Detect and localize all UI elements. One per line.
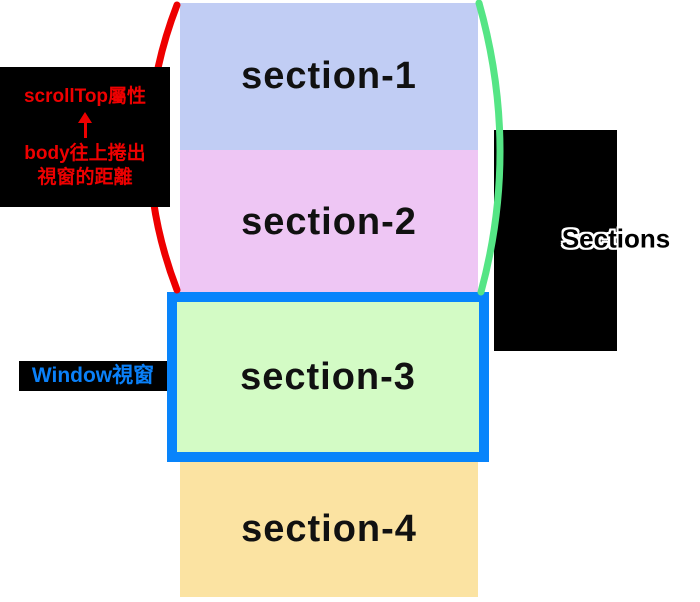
section-1-block: section-1 xyxy=(180,3,478,150)
section-2-block: section-2 xyxy=(180,150,478,294)
up-arrow-stem xyxy=(83,123,87,138)
scrolltop-description-line-2: 視窗的距離 xyxy=(37,167,133,188)
window-viewport-box: section-3 xyxy=(167,292,489,462)
section-4-block: section-4 xyxy=(180,462,478,597)
scrolltop-annotation-box: scrollTop屬性 body往上捲出 視窗的距離 xyxy=(0,67,170,207)
up-arrow-icon xyxy=(78,112,92,138)
section-1-label: section-1 xyxy=(241,55,417,97)
right-black-box xyxy=(494,130,617,351)
scrolltop-description-line-1: body往上捲出 xyxy=(24,143,146,164)
sections-watermark-text: Sections xyxy=(561,223,671,254)
section-4-label: section-4 xyxy=(241,508,417,550)
up-arrow-head xyxy=(78,112,92,123)
scrolltop-property-label: scrollTop屬性 xyxy=(23,86,147,107)
section-3-label: section-3 xyxy=(240,355,416,398)
window-viewport-label: Window視窗 xyxy=(19,361,167,391)
section-2-label: section-2 xyxy=(241,200,417,243)
